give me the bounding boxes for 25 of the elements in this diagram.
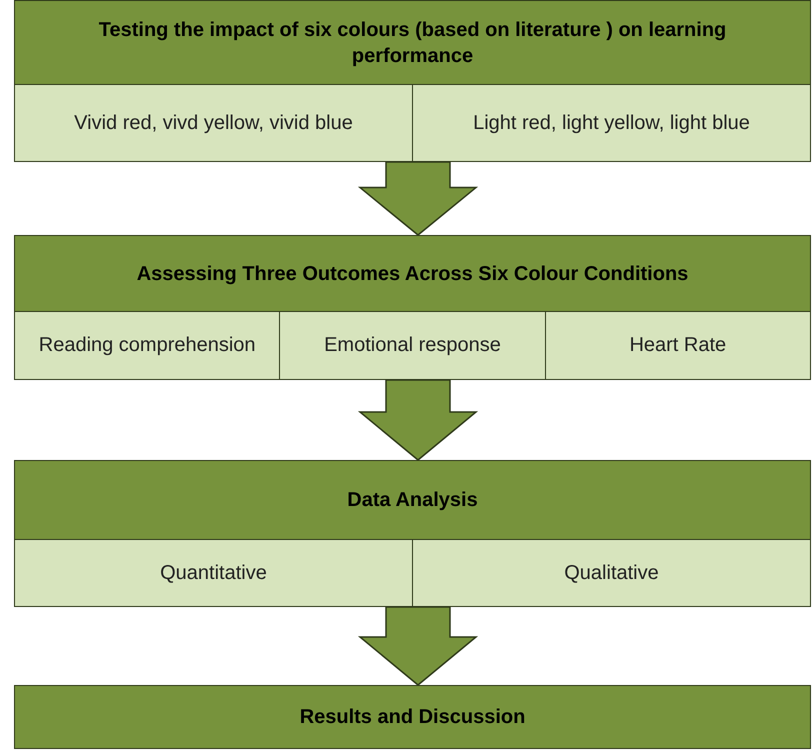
block-arrow: [358, 161, 478, 236]
sub-item-box: [412, 84, 810, 161]
sub-item-box: [279, 311, 545, 379]
stage-heading: Testing the impact of six colours (based on literature ) on learning performance: [98, 18, 728, 68]
sub-item-box: [15, 84, 412, 161]
stage-heading: Assessing Three Outcomes Across Six Colour Conditions: [136, 262, 688, 286]
block-arrow: [358, 379, 478, 461]
sub-item-text: Light red, light yellow, light blue: [473, 110, 750, 136]
sub-item-box: [544, 311, 810, 379]
block-arrow: [358, 606, 478, 686]
stage-box: [14, 685, 811, 749]
sub-item-text: Quantitative: [160, 560, 267, 586]
stage-heading: Data Analysis: [347, 488, 478, 513]
sub-item-box: [15, 539, 412, 606]
stage-box: [14, 235, 811, 380]
sub-item-text: Heart Rate: [629, 333, 726, 358]
stage-box: [14, 0, 811, 162]
stage-box: [14, 460, 811, 607]
sub-item-text: Emotional response: [324, 333, 501, 358]
sub-item-text: Vivid red, vivd yellow, vivid blue: [74, 110, 353, 136]
sub-item-text: Reading comprehension: [38, 333, 256, 358]
sub-item-text: Qualitative: [564, 560, 659, 586]
sub-item-box: [15, 311, 280, 379]
sub-item-box: [412, 539, 810, 606]
stage-heading: Results and Discussion: [300, 705, 526, 730]
